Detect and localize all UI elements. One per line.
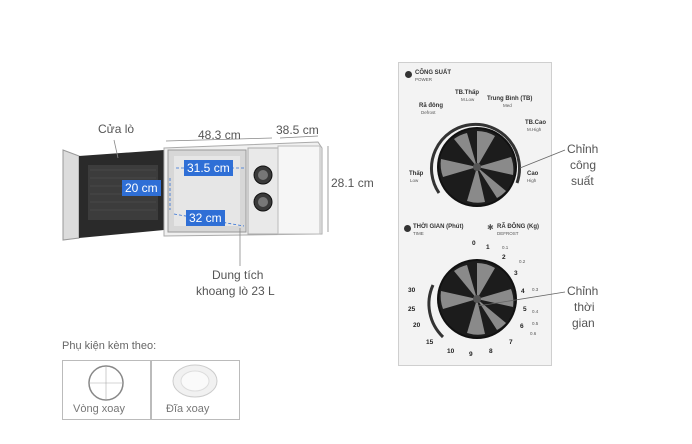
power-level-med-vi: Trung Bình (TB) <box>487 96 533 102</box>
accessories-section: Phụ kiện kèm theo: Vòng xoay Đĩa xoay <box>62 340 242 420</box>
defrost-num-0-2: 0.2 <box>519 259 526 264</box>
time-knob[interactable] <box>421 249 533 351</box>
time-num-3: 3 <box>514 270 518 277</box>
power-level-low-vi: Thấp <box>409 171 424 177</box>
accessories-heading: Phụ kiện kèm theo: <box>62 340 157 352</box>
power-level-defrost-en: Defrost <box>421 110 436 115</box>
defrost-sub: DEFROST <box>497 231 519 236</box>
time-num-20: 20 <box>413 322 421 329</box>
time-num-2: 2 <box>502 254 506 261</box>
time-num-8: 8 <box>489 348 493 355</box>
callout-time-line3: gian <box>572 316 595 330</box>
inner-depth-label: 32 cm <box>186 210 225 226</box>
microwave-door <box>62 149 164 241</box>
capacity-label-line2: khoang lò 23 L <box>196 284 275 298</box>
power-sub: POWER <box>415 77 433 82</box>
time-num-10: 10 <box>447 348 455 355</box>
callout-time-line1: Chỉnh <box>567 284 599 298</box>
defrost-num-0-4: 0.4 <box>532 309 539 314</box>
time-num-9: 9 <box>469 351 473 358</box>
time-num-4: 4 <box>521 288 525 295</box>
power-level-med-en: Med <box>503 103 512 108</box>
defrost-num-0-1: 0.1 <box>502 245 509 250</box>
power-level-low-en: Low <box>410 178 419 183</box>
callout-time-line2: thời <box>574 300 595 314</box>
snowflake-icon: ✱ <box>487 223 494 232</box>
time-num-7: 7 <box>509 339 513 346</box>
time-sub: TIME <box>413 231 424 236</box>
control-panel: CÔNG SUẤT POWER TB.Thấp M.Low Rã đông De… <box>398 62 552 366</box>
depth-label: 38.5 cm <box>276 123 319 137</box>
inner-width-label: 31.5 cm <box>184 160 233 176</box>
defrost-num-0-5: 0.5 <box>532 321 539 326</box>
power-icon <box>405 71 412 78</box>
height-label: 28.1 cm <box>331 176 374 190</box>
power-level-mhigh-vi: TB.Cao <box>525 120 546 126</box>
power-level-high-en: High <box>527 178 537 183</box>
plate-icon <box>172 364 218 398</box>
accessory-ring: Vòng xoay <box>62 360 151 420</box>
power-level-high-vi: Cao <box>527 171 539 177</box>
time-num-1: 1 <box>486 244 490 251</box>
accessory-ring-label: Vòng xoay <box>73 403 125 415</box>
inner-height-label: 20 cm <box>122 180 161 196</box>
defrost-num-0-6: 0.6 <box>530 331 537 336</box>
width-label: 48.3 cm <box>198 128 241 142</box>
capacity-label-line1: Dung tích <box>212 268 264 282</box>
time-num-30: 30 <box>408 287 416 294</box>
microwave-illustration: Cửa lò 48.3 cm 38.5 cm 28.1 cm 31.5 cm 2… <box>0 0 400 300</box>
time-title: THỜI GIAN (Phút) <box>413 224 464 230</box>
defrost-num-0-3: 0.3 <box>532 287 539 292</box>
power-level-mhigh-en: M.High <box>527 127 542 132</box>
time-num-25: 25 <box>408 306 416 313</box>
door-label: Cửa lò <box>98 122 135 136</box>
accessory-plate-label: Đĩa xoay <box>166 403 210 415</box>
power-level-defrost-vi: Rã đông <box>419 103 443 109</box>
timer-icon <box>404 225 411 232</box>
ring-icon <box>88 365 124 401</box>
power-knob[interactable] <box>421 111 533 223</box>
time-num-5: 5 <box>523 306 527 313</box>
callout-power-line1: Chỉnh <box>567 142 599 156</box>
power-title: CÔNG SUẤT <box>415 70 451 76</box>
callout-power-line3: suất <box>571 174 594 188</box>
time-num-0: 0 <box>472 240 476 247</box>
time-num-6: 6 <box>520 323 524 330</box>
power-level-mlow-en: M.Low <box>461 97 475 102</box>
time-num-15: 15 <box>426 339 434 346</box>
callout-power-line2: công <box>570 158 597 172</box>
defrost-title: RÃ ĐÔNG (Kg) <box>497 224 539 230</box>
accessory-plate: Đĩa xoay <box>151 360 240 420</box>
power-level-mlow-vi: TB.Thấp <box>455 90 479 96</box>
